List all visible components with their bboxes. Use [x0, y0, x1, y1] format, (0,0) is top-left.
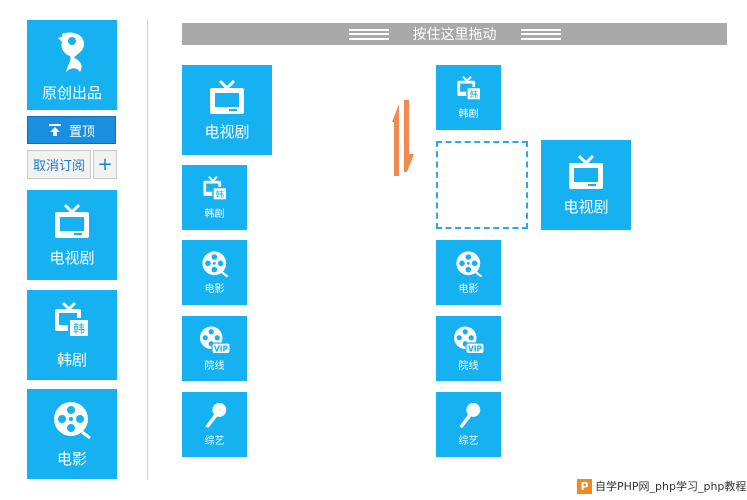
tile-label: 院线 [204, 361, 225, 372]
drop-placeholder [436, 141, 528, 229]
svg-text:韩: 韩 [469, 89, 477, 99]
sidebar-divider [147, 20, 148, 480]
vip-film-icon: VIP [198, 325, 232, 355]
drag-handle-label: 按住这里拖动 [412, 27, 497, 43]
tv-icon [53, 203, 91, 239]
tile-label: 电视剧 [563, 197, 609, 216]
tile-label: 综艺 [458, 436, 479, 447]
grip-lines-left-icon [348, 28, 389, 40]
swap-arrows-icon [390, 100, 416, 176]
sidebar-item-label: 韩剧 [56, 350, 87, 369]
svg-text:韩: 韩 [215, 189, 223, 199]
korean-tv-icon: 韩 [202, 175, 228, 203]
sidebar-item-tv[interactable]: 电视剧 [27, 190, 117, 280]
add-subscription-button[interactable]: + [93, 150, 117, 179]
sidebar-original-tile[interactable]: 原创出品 [27, 20, 117, 110]
watermark: P 自学PHP网_php学习_php教程 [577, 476, 747, 496]
tile-label: 韩剧 [204, 209, 225, 220]
right-tile-korean[interactable]: 韩 韩剧 [436, 65, 501, 130]
tile-label: 综艺 [204, 436, 225, 447]
tile-label: 电影 [204, 284, 225, 295]
film-reel-icon [52, 400, 92, 440]
sidebar-item-korean[interactable]: 韩 韩剧 [27, 290, 117, 380]
svg-text:韩: 韩 [73, 321, 85, 336]
svg-text:VIP: VIP [213, 344, 228, 353]
right-tile-variety[interactable]: 综艺 [436, 392, 501, 457]
left-tile-korean[interactable]: 韩 韩剧 [182, 165, 247, 230]
right-tile-cinema[interactable]: VIP 院线 [436, 316, 501, 381]
korean-tv-icon: 韩 [456, 75, 482, 103]
pin-top-icon [48, 123, 62, 137]
tile-label: 院线 [458, 361, 479, 372]
microphone-icon [202, 402, 228, 430]
pin-top-label: 置顶 [68, 124, 95, 140]
drag-handle-bar[interactable]: 按住这里拖动 [182, 23, 727, 45]
watermark-text: 自学PHP网_php学习_php教程 [595, 480, 747, 493]
dragging-tile-tv[interactable]: 电视剧 [541, 140, 631, 230]
cancel-subscription-button[interactable]: 取消订阅 [27, 150, 91, 179]
film-reel-icon [455, 250, 483, 278]
left-tile-movie[interactable]: 电影 [182, 240, 247, 305]
sidebar-item-label: 电影 [56, 449, 87, 468]
microphone-icon [456, 402, 482, 430]
left-tile-variety[interactable]: 综艺 [182, 392, 247, 457]
tile-label: 电影 [458, 284, 479, 295]
right-tile-movie[interactable]: 电影 [436, 240, 501, 305]
left-tile-cinema[interactable]: VIP 院线 [182, 316, 247, 381]
watermark-logo: P [577, 478, 592, 494]
tv-icon [208, 79, 246, 115]
korean-tv-icon: 韩 [53, 301, 91, 341]
pin-top-button[interactable]: 置顶 [27, 116, 116, 144]
tile-label: 电视剧 [204, 122, 250, 141]
svg-text:VIP: VIP [467, 344, 482, 353]
sidebar-item-movie[interactable]: 电影 [27, 389, 117, 479]
tv-icon [567, 154, 605, 190]
bird-logo-icon [52, 28, 92, 74]
sidebar-item-label: 电视剧 [49, 248, 95, 267]
vip-film-icon: VIP [452, 325, 486, 355]
tile-label: 韩剧 [458, 109, 479, 120]
film-reel-icon [201, 250, 229, 278]
sidebar-original-label: 原创出品 [41, 83, 102, 102]
left-tile-tv[interactable]: 电视剧 [182, 65, 272, 155]
grip-lines-right-icon [520, 28, 561, 40]
